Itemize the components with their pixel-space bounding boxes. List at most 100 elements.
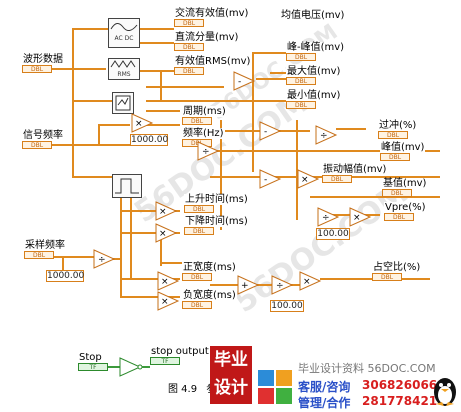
nw-label: 负宽度(ms) <box>182 290 237 301</box>
max-label: 最大值(mv) <box>286 66 342 77</box>
const-1000-sample[interactable]: 1000.00 <box>46 270 85 282</box>
divide-node[interactable]: ÷ <box>270 274 294 296</box>
wire <box>120 278 180 280</box>
const-100-duty[interactable]: 100.00 <box>270 300 304 312</box>
stop-terminal[interactable]: Stop TF <box>78 352 108 371</box>
svg-text:×: × <box>135 119 143 129</box>
wire <box>220 120 222 230</box>
svg-text:-: - <box>238 77 241 87</box>
wire <box>120 296 180 298</box>
base-indicator[interactable]: 基值(mv) DBL <box>382 178 432 197</box>
amp-level-vi[interactable] <box>112 92 134 114</box>
fall-indicator[interactable]: 下降时间(ms) DBL <box>184 216 249 235</box>
rms-indicator[interactable]: 有效值RMS(mv) DBL <box>174 56 254 75</box>
brand-line-1: 毕业 <box>214 350 248 370</box>
wire <box>160 236 162 266</box>
divide-node[interactable]: ÷ <box>92 248 116 270</box>
waveform-terminal[interactable]: 波形数据 DBL <box>22 54 74 73</box>
signal-freq-label: 信号频率 <box>22 130 64 141</box>
amp-label: 振动幅值(mv) <box>322 164 388 175</box>
amp-indicator[interactable]: 振动幅值(mv) DBL <box>322 164 388 183</box>
stop-label: Stop <box>78 352 103 363</box>
wire <box>72 28 74 178</box>
wire <box>72 176 112 178</box>
multiply-node[interactable]: × <box>298 270 322 292</box>
brand-logo: 毕业 设计 <box>210 346 252 404</box>
divide-node[interactable]: ÷ <box>316 206 340 228</box>
dtype-badge: DBL <box>182 301 212 309</box>
freq-indicator[interactable]: 频率(Hz) DBL <box>182 128 232 147</box>
max-indicator[interactable]: 最大值(mv) DBL <box>286 66 346 85</box>
dtype-badge: DBL <box>182 273 212 281</box>
puzzle-icon <box>258 370 292 404</box>
dtype-badge: DBL <box>380 153 410 161</box>
subtract-node[interactable]: - <box>258 168 282 190</box>
ac-rms-indicator[interactable]: 交流有效值(mv) DBL <box>174 8 250 27</box>
duty-label: 占空比(%) <box>372 262 422 273</box>
divide-node[interactable]: ÷ <box>314 124 338 146</box>
dc-indicator[interactable]: 直流分量(mv) DBL <box>174 32 240 51</box>
wire <box>140 42 174 44</box>
overshoot-label: 过冲(%) <box>378 120 418 131</box>
svg-text:-: - <box>264 175 267 185</box>
wire <box>210 150 440 152</box>
wire <box>310 196 440 198</box>
dtype-badge: DBL <box>286 101 316 109</box>
stop-output-indicator[interactable]: stop output TF <box>150 346 210 365</box>
wire <box>48 144 158 146</box>
multiply-node[interactable]: × <box>348 206 372 228</box>
wire <box>140 28 174 30</box>
const-1000[interactable]: 1000.00 <box>130 134 169 146</box>
freq-label: 频率(Hz) <box>182 128 225 139</box>
wire <box>252 52 286 54</box>
multiply-node[interactable]: × <box>154 222 178 244</box>
signal-freq-terminal[interactable]: 信号频率 DBL <box>22 130 74 149</box>
rise-indicator[interactable]: 上升时间(ms) DBL <box>184 194 249 213</box>
dtype-badge: DBL <box>286 53 316 61</box>
peak-indicator[interactable]: 峰值(mv) DBL <box>380 142 430 161</box>
multiply-node[interactable]: × <box>130 112 154 134</box>
wire <box>256 78 286 80</box>
const-100[interactable]: 100.00 <box>316 228 350 240</box>
sample-freq-label: 采样频率 <box>24 240 66 251</box>
waveform-label: 波形数据 <box>22 54 64 65</box>
min-indicator[interactable]: 最小值(mv) DBL <box>286 90 346 109</box>
sample-freq-terminal[interactable]: 采样频率 DBL <box>24 240 76 259</box>
subtract-node[interactable]: - <box>232 70 256 92</box>
wire <box>120 210 180 212</box>
duty-indicator[interactable]: 占空比(%) DBL <box>372 262 426 281</box>
wire <box>270 72 286 74</box>
pw-indicator[interactable]: 正宽度(ms) DBL <box>182 262 237 281</box>
multiply-node[interactable]: × <box>156 270 180 292</box>
site-watermark: 毕业设计资料 56DOC.COM <box>298 362 436 375</box>
nw-indicator[interactable]: 负宽度(ms) DBL <box>182 290 237 309</box>
wire <box>46 256 96 258</box>
period-label: 周期(ms) <box>182 106 227 117</box>
rms-label: 有效值RMS(mv) <box>174 56 252 67</box>
dtype-badge: DBL <box>182 117 212 125</box>
timing-vi[interactable] <box>112 174 142 198</box>
wire <box>50 68 106 70</box>
mean-v-indicator[interactable]: 均值电压(mv) <box>280 10 346 29</box>
subtract-node[interactable]: - <box>258 120 282 142</box>
brand-line-2: 设计 <box>214 378 248 398</box>
vpre-indicator[interactable]: Vpre(%) DBL <box>384 202 430 221</box>
fall-label: 下降时间(ms) <box>184 216 249 227</box>
contact-1-number: 306826066 <box>362 378 438 392</box>
multiply-node[interactable]: × <box>154 200 178 222</box>
svg-text:÷: ÷ <box>98 255 106 265</box>
multiply-node[interactable]: × <box>296 168 320 190</box>
not-node[interactable] <box>118 356 142 378</box>
acdc-vi[interactable]: AC DC <box>108 18 140 48</box>
rms-vi[interactable]: RMS <box>108 58 140 80</box>
multiply-node[interactable]: × <box>156 290 180 312</box>
dtype-badge: DBL <box>184 205 214 213</box>
rise-label: 上升时间(ms) <box>184 194 249 205</box>
overshoot-indicator[interactable]: 过冲(%) DBL <box>378 120 428 139</box>
contact-2-number: 281778421 <box>362 394 438 408</box>
period-indicator[interactable]: 周期(ms) DBL <box>182 106 232 125</box>
pp-indicator[interactable]: 峰-峰值(mv) DBL <box>286 42 346 61</box>
divide-node[interactable]: ÷ <box>196 140 220 162</box>
add-node[interactable]: + <box>236 274 260 296</box>
svg-text:÷: ÷ <box>202 147 210 157</box>
